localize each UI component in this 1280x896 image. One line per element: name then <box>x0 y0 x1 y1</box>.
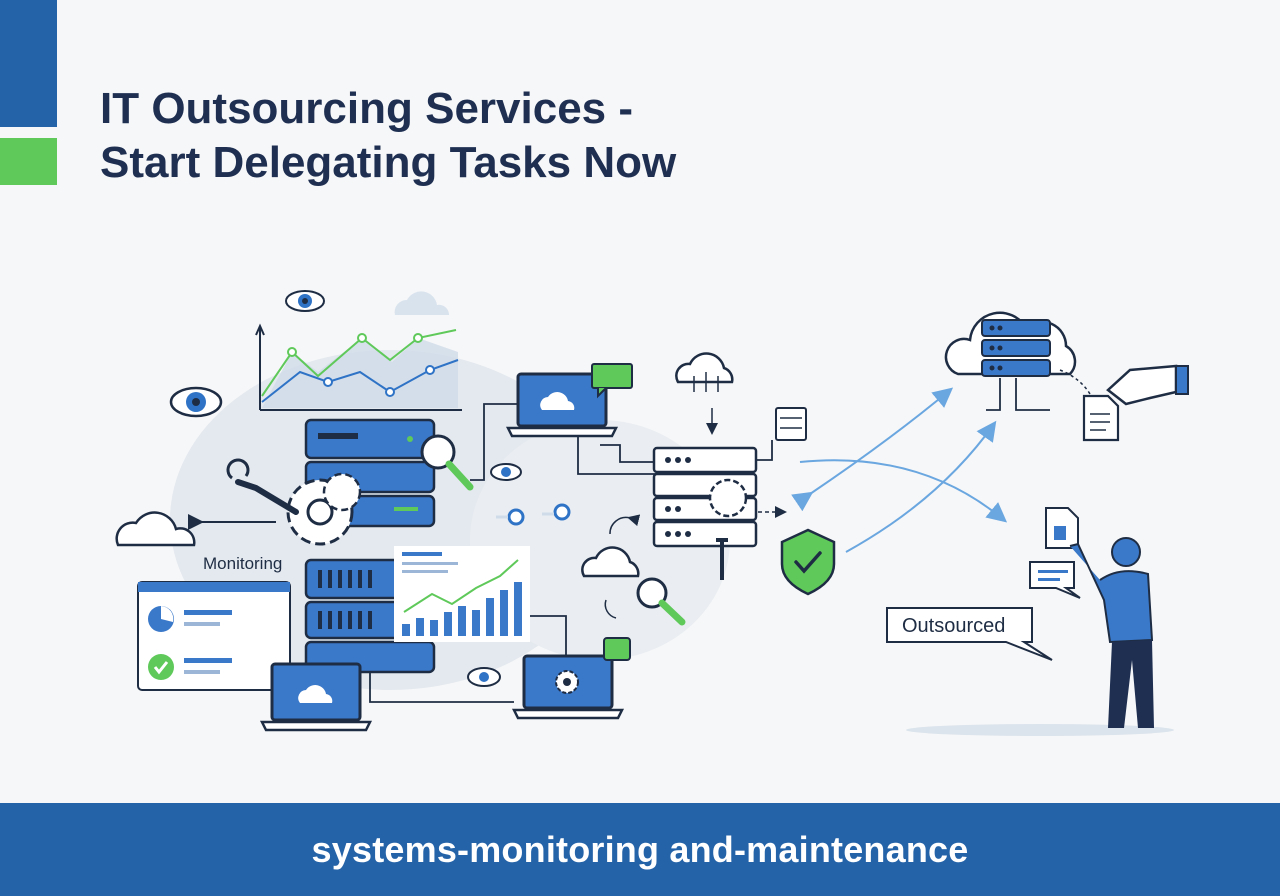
outsourced-label: Outsourced <box>902 615 1005 637</box>
cloud-icon <box>115 511 276 547</box>
dashboard-window-icon <box>137 581 291 691</box>
server-rack-icon <box>652 440 773 580</box>
accent-bar-green <box>0 138 57 185</box>
outsourced-bubble: Outsourced <box>886 607 1053 661</box>
eye-icon <box>490 463 522 481</box>
gear-icon <box>286 472 362 546</box>
laptop-icon <box>505 363 633 438</box>
laptop-icon <box>511 637 631 720</box>
document-icon <box>1082 394 1120 442</box>
accent-bar-blue <box>0 0 57 127</box>
outsourcing-illustration: Monitoring <box>115 290 1189 736</box>
cloud-icon <box>581 514 686 626</box>
eye-icon <box>169 386 223 418</box>
laptop-icon <box>259 662 373 732</box>
title-line-1: IT Outsourcing Services - <box>100 84 634 133</box>
bar-chart-icon <box>394 546 530 642</box>
hand-icon <box>1106 364 1189 406</box>
person-icon <box>906 537 1174 736</box>
page-title: IT Outsourcing Services - Start Delegati… <box>100 82 676 190</box>
title-line-2: Start Delegating Tasks Now <box>100 138 677 187</box>
eye-icon <box>467 667 501 687</box>
flow-arrows <box>791 387 1008 553</box>
line-chart-icon <box>255 323 462 411</box>
monitoring-label: Monitoring <box>203 554 282 573</box>
document-icon <box>1045 507 1079 549</box>
connector-lines <box>369 403 656 703</box>
eye-icon <box>285 290 325 312</box>
magnifier-icon <box>420 434 474 491</box>
footer-banner: systems-monitoring and-maintenance <box>0 803 1280 896</box>
cloud-icon <box>394 291 450 315</box>
chat-bubble-icon <box>1029 561 1081 599</box>
server-rack-icon <box>775 407 807 441</box>
wrench-icon <box>226 458 299 515</box>
cloud-server-icon <box>944 311 1091 411</box>
shield-check-icon <box>758 506 836 596</box>
cloud-icon <box>675 352 734 435</box>
footer-caption: systems-monitoring and-maintenance <box>311 828 969 870</box>
